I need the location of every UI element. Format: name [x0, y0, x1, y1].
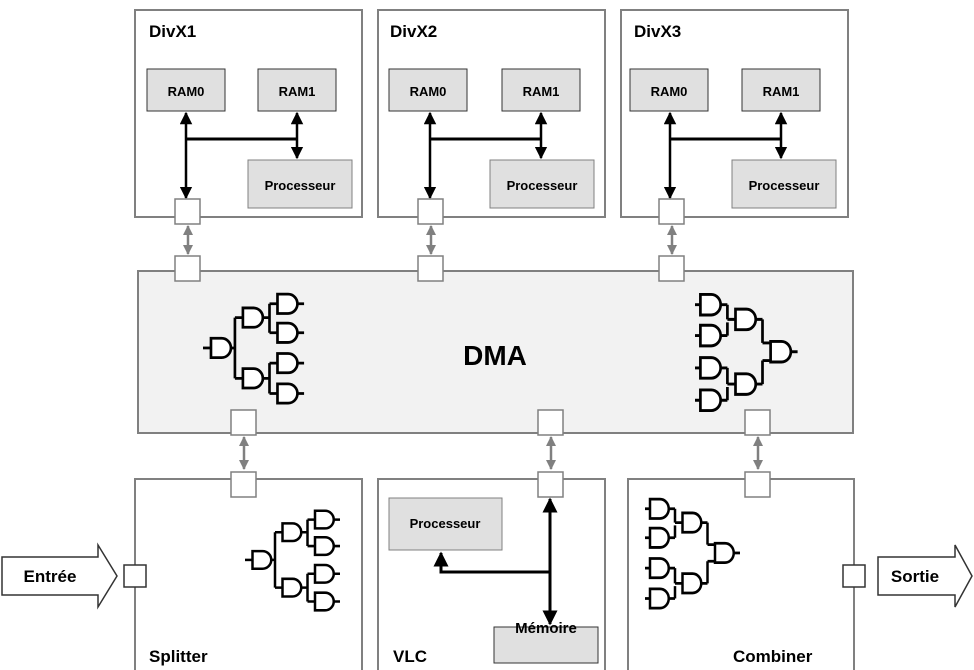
divx1-ram0-label: RAM0	[168, 84, 205, 99]
vlc-title: VLC	[393, 647, 427, 666]
divx2-title: DivX2	[390, 22, 437, 41]
combiner-block: Combiner	[627, 471, 866, 670]
divx3-ram1-label: RAM1	[763, 84, 800, 99]
divx2-processor-label: Processeur	[507, 178, 578, 193]
divx1-block: DivX1 RAM0 RAM1 Processeur	[134, 9, 363, 225]
divx3-title: DivX3	[634, 22, 681, 41]
divx2-block: DivX2 RAM0 RAM1 Processeur	[377, 9, 606, 225]
vlc-processor-label: Processeur	[410, 516, 481, 531]
splitter-block: Splitter	[123, 471, 363, 670]
divx1-ram1-label: RAM1	[279, 84, 316, 99]
bottom-links	[239, 436, 763, 470]
top-links	[183, 225, 677, 255]
dma-label: DMA	[463, 340, 527, 371]
vlc-memory-label: Mémoire	[515, 620, 577, 637]
vlc-block: Processeur Mémoire VLC	[377, 471, 606, 670]
divx1-title: DivX1	[149, 22, 196, 41]
divx2-ram1-label: RAM1	[523, 84, 560, 99]
output-label: Sortie	[891, 567, 939, 586]
divx3-ram0-label: RAM0	[651, 84, 688, 99]
input-arrow: Entrée	[1, 542, 118, 610]
output-arrow: Sortie	[877, 544, 973, 608]
divx2-ram0-label: RAM0	[410, 84, 447, 99]
divx3-block: DivX3 RAM0 RAM1 Processeur	[620, 9, 849, 225]
dma-block: DMA	[137, 255, 854, 436]
divx1-processor-label: Processeur	[265, 178, 336, 193]
splitter-title: Splitter	[149, 647, 208, 666]
input-label: Entrée	[24, 567, 77, 586]
divx3-processor-label: Processeur	[749, 178, 820, 193]
combiner-title: Combiner	[733, 647, 813, 666]
